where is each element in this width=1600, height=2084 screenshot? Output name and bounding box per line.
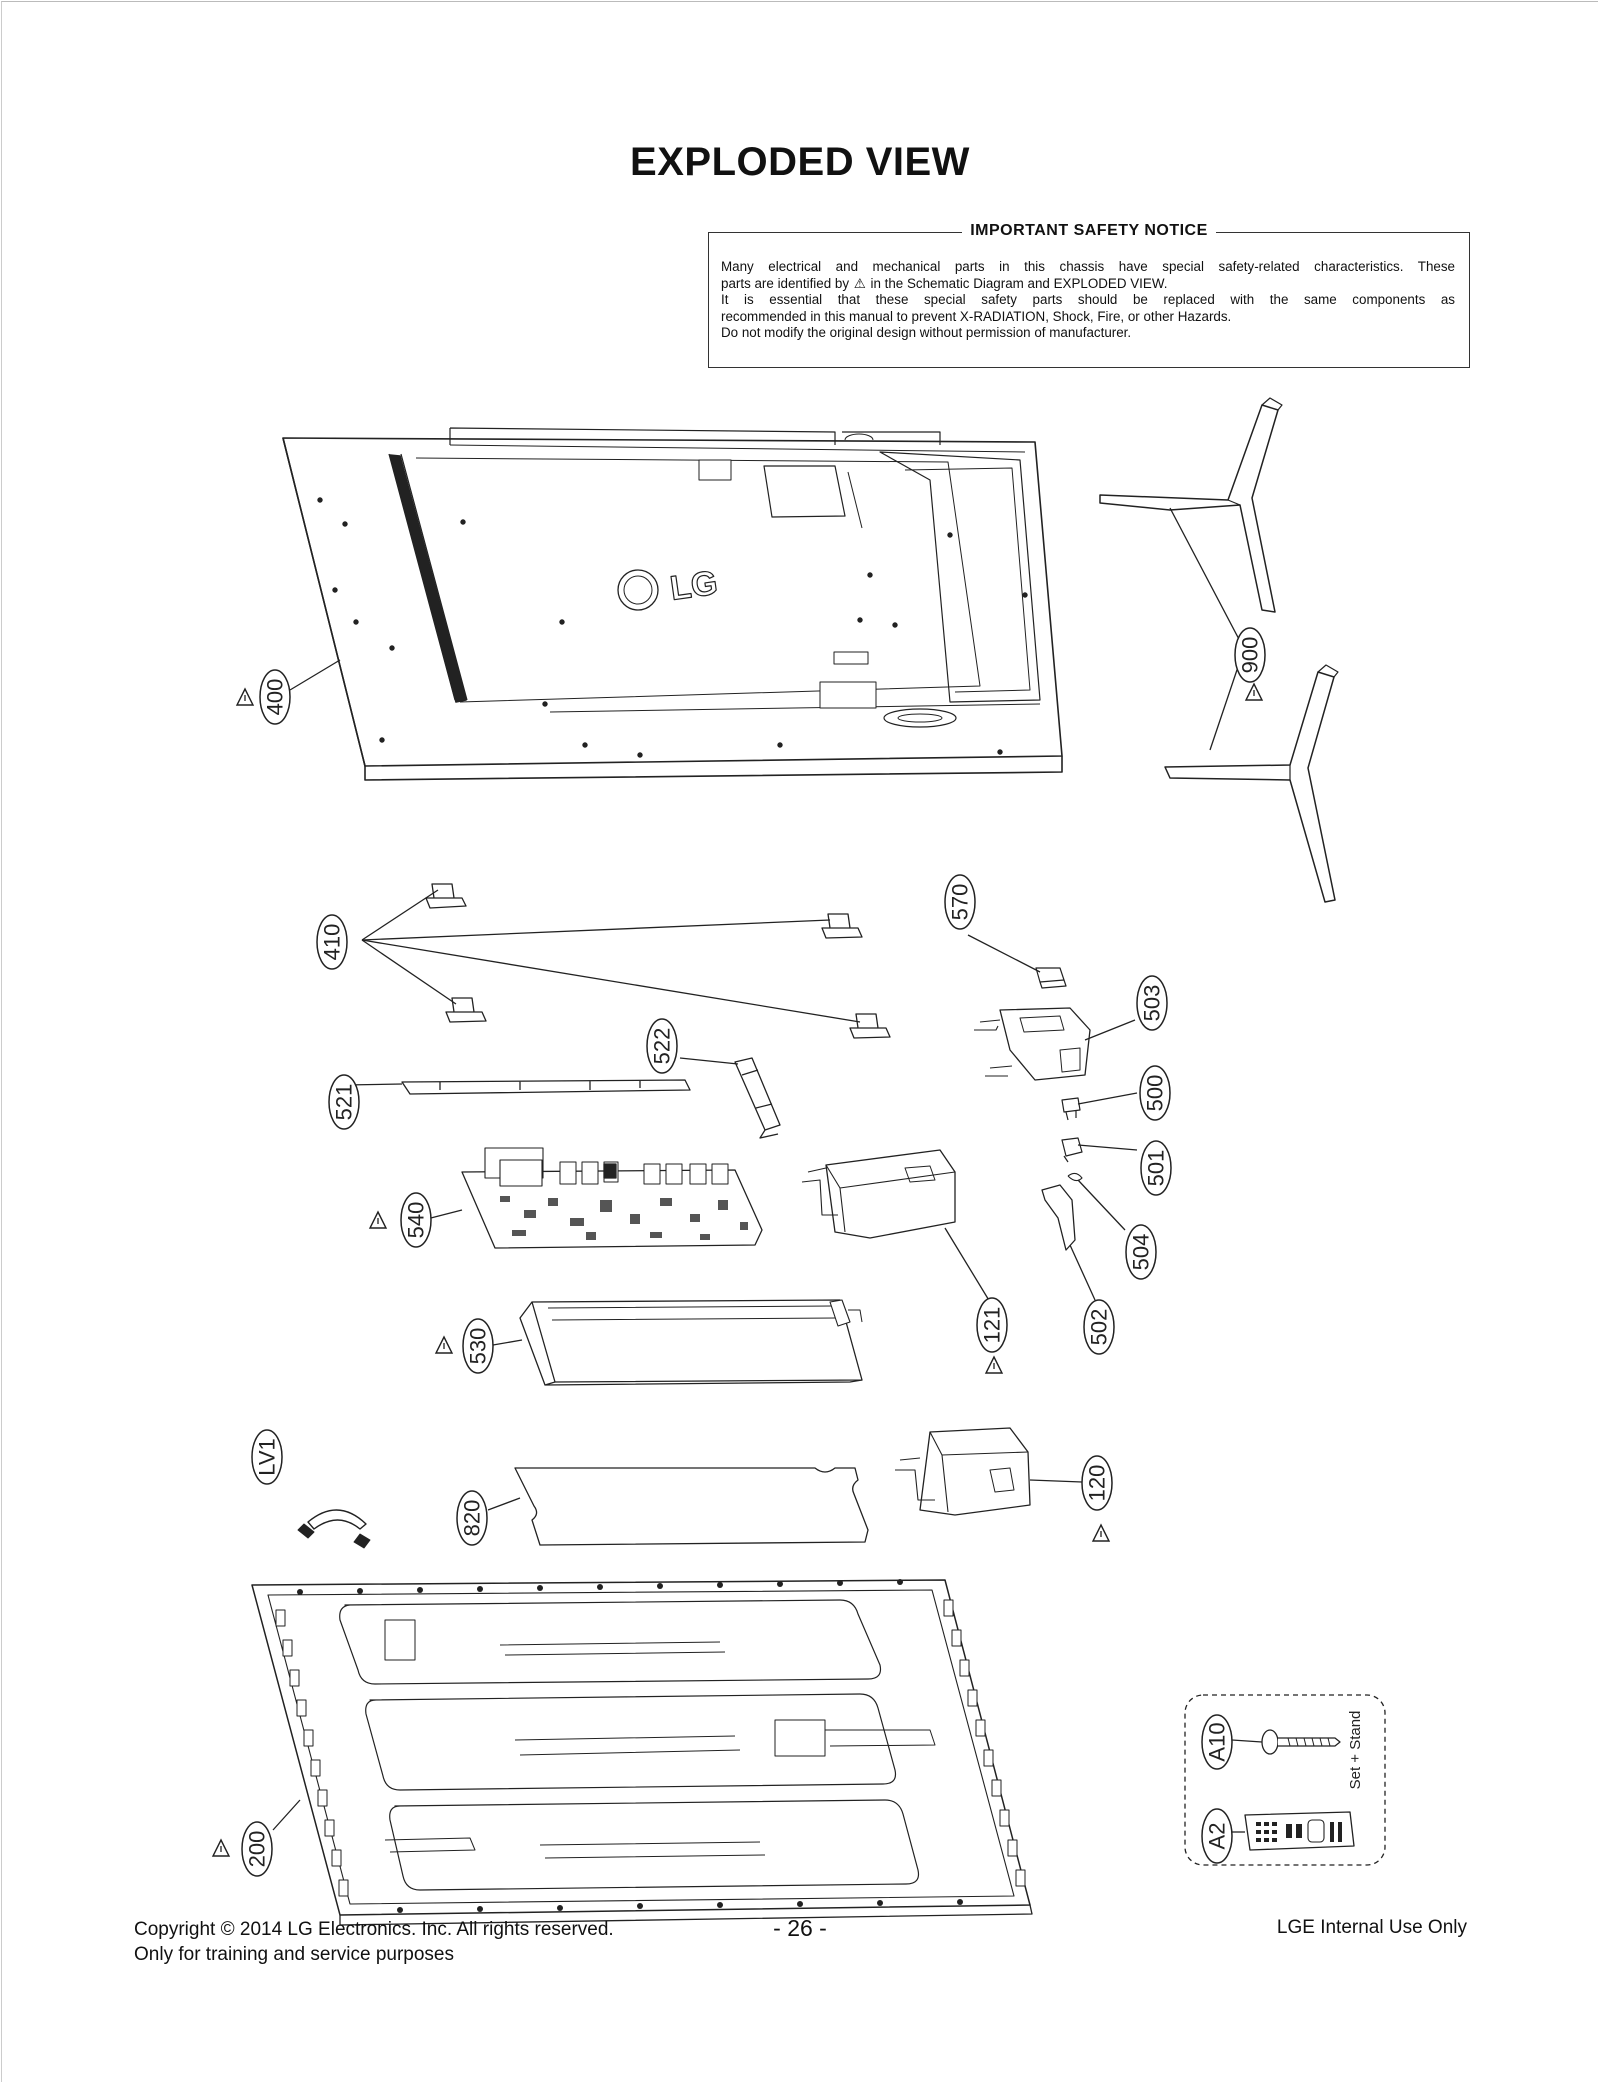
notice-line-4: recommended in this manual to prevent X-… — [721, 308, 1232, 324]
safety-notice-title: IMPORTANT SAFETY NOTICE — [709, 222, 1469, 240]
screw-part — [1261, 1729, 1341, 1755]
callout-A10: A10 — [1205, 1722, 1230, 1761]
button-part — [734, 1057, 781, 1139]
warning-triangle-icon — [1245, 683, 1263, 701]
main-board-part — [461, 1147, 763, 1249]
cable-part — [307, 1509, 367, 1530]
internal-use-label: LGE Internal Use Only — [1276, 1917, 1467, 1938]
callout-570: 570 — [948, 884, 973, 921]
remote-part — [1244, 1811, 1355, 1851]
callout-120: 120 — [1085, 1465, 1110, 1502]
callout-410: 410 — [320, 924, 345, 961]
warning-triangle-icon — [435, 1336, 453, 1354]
warning-triangle-icon — [236, 688, 254, 706]
back-cover-part: LG — [282, 427, 1063, 781]
callout-540: 540 — [404, 1202, 429, 1239]
notice-line-5: Do not modify the original design withou… — [721, 325, 1132, 340]
page-number: - 26 - — [773, 1915, 827, 1941]
speaker-box-part — [895, 1427, 1031, 1516]
lg-logo: LG — [668, 564, 720, 608]
callout-200: 200 — [245, 1831, 270, 1868]
stand-part — [1099, 397, 1339, 903]
notice-line-2: parts are identified by ⚠ in the Schemat… — [721, 275, 1168, 291]
callout-LV1: LV1 — [255, 1438, 280, 1476]
warning-triangle-icon — [212, 1839, 230, 1857]
callout-501: 501 — [1144, 1150, 1169, 1187]
clip-part — [1035, 967, 1067, 989]
safety-notice-box: IMPORTANT SAFETY NOTICE Many electrical … — [708, 222, 1470, 368]
cover-part — [1041, 1184, 1076, 1251]
callouts: 400 900 410 570 503 521 522 500 501 504 … — [212, 627, 1364, 1877]
page-title: EXPLODED VIEW — [630, 140, 970, 184]
lens-part — [1067, 1172, 1083, 1182]
callout-521: 521 — [332, 1084, 357, 1121]
holder-part — [974, 1007, 1091, 1081]
copyright-line-1: Copyright © 2014 LG Electronics. Inc. Al… — [134, 1919, 614, 1940]
callout-820: 820 — [460, 1500, 485, 1537]
notice-line-3: It is essential that these special safet… — [721, 292, 1455, 307]
warning-triangle-icon — [985, 1356, 1003, 1374]
shield-box-part — [801, 1149, 956, 1239]
callout-400: 400 — [263, 679, 288, 716]
warning-triangle-icon: ⚠ — [853, 275, 866, 291]
callout-522: 522 — [650, 1028, 675, 1065]
leader-lines — [272, 507, 1263, 1833]
copyright-line-2: Only for training and service purposes — [134, 1944, 454, 1965]
warning-triangle-icon — [369, 1211, 387, 1229]
callout-530: 530 — [466, 1328, 491, 1365]
warning-triangle-icon — [1092, 1524, 1110, 1542]
safety-notice-body: Many electrical and mechanical parts in … — [721, 259, 1455, 342]
copyright-footer: Copyright © 2014 LG Electronics. Inc. Al… — [134, 1917, 614, 1967]
accessory-label: Set + Stand — [1347, 1711, 1364, 1790]
switch-part — [1061, 1137, 1083, 1163]
notice-line-1: Many electrical and mechanical parts in … — [721, 259, 1455, 274]
power-board-part — [519, 1299, 863, 1386]
callout-A2: A2 — [1205, 1823, 1230, 1850]
callout-500: 500 — [1143, 1075, 1168, 1112]
callout-504: 504 — [1129, 1234, 1154, 1271]
callout-503: 503 — [1140, 985, 1165, 1022]
callout-121: 121 — [980, 1307, 1005, 1344]
insulation-sheet-part — [514, 1467, 869, 1546]
front-frame-part — [251, 1579, 1033, 1926]
accessory-box — [1184, 1694, 1386, 1866]
callout-900: 900 — [1238, 637, 1263, 674]
knob-part — [1061, 1097, 1081, 1121]
callout-502: 502 — [1087, 1309, 1112, 1346]
strip-part — [401, 1079, 691, 1095]
